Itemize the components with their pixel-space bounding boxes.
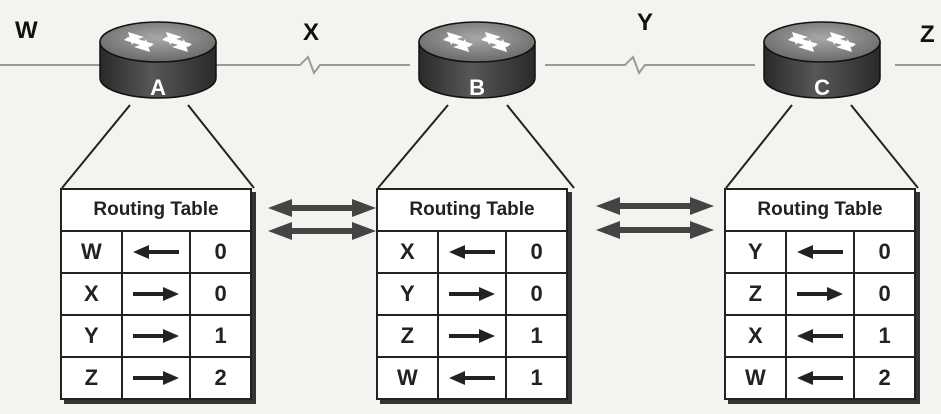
- router-b: B: [418, 21, 536, 100]
- hops-cell: 1: [530, 365, 543, 390]
- network-cell: Y: [400, 281, 415, 306]
- exchange-arrows-a-b: [268, 199, 376, 240]
- network-label-z: Z: [920, 21, 935, 48]
- direction-cell: [436, 316, 508, 356]
- arrow-right-icon: [132, 287, 179, 301]
- direction-cell: [120, 358, 192, 398]
- router-label-a: A: [150, 75, 166, 100]
- router-c: C: [763, 21, 881, 100]
- arrow-right-icon: [796, 287, 843, 301]
- hops-cell: 1: [530, 323, 543, 348]
- network-cell: Z: [748, 281, 763, 306]
- router-a: A: [99, 21, 217, 100]
- table-row: X 0: [378, 232, 566, 274]
- network-label-x: X: [303, 19, 319, 46]
- router-label-c: C: [814, 75, 830, 100]
- table-row: W 2: [726, 358, 914, 398]
- routing-table-title: Routing Table: [62, 190, 250, 232]
- connector-b-left: [377, 104, 449, 189]
- hops-cell: 2: [878, 365, 891, 390]
- router-label-b: B: [469, 75, 485, 100]
- hops-cell: 2: [214, 365, 227, 390]
- connector-c-right: [850, 104, 919, 189]
- table-row: Y 0: [378, 274, 566, 316]
- table-row: Y 1: [62, 316, 250, 358]
- table-row: X 1: [726, 316, 914, 358]
- direction-cell: [436, 358, 508, 398]
- router-symbol-icon: [124, 32, 192, 52]
- arrow-left-icon: [796, 371, 843, 385]
- arrow-left-icon: [796, 245, 843, 259]
- table-row: X 0: [62, 274, 250, 316]
- network-label-w: W: [15, 17, 38, 44]
- connector-c-left: [725, 104, 793, 189]
- network-cell: Y: [748, 239, 763, 264]
- hops-cell: 0: [878, 239, 891, 264]
- router-table-connectors: [61, 104, 919, 189]
- network-links: [0, 55, 941, 76]
- exchange-arrow-icon: [268, 222, 376, 240]
- network-cell: Y: [84, 323, 99, 348]
- network-cell: W: [744, 365, 766, 390]
- network-cell: X: [84, 281, 99, 306]
- direction-cell: [436, 274, 508, 314]
- link-x: [215, 55, 410, 76]
- hops-cell: 1: [214, 323, 227, 348]
- routing-table-c: Routing Table Y 0 Z 0 X 1 W 2: [724, 188, 916, 400]
- exchange-arrow-icon: [596, 197, 714, 215]
- arrow-right-icon: [132, 371, 179, 385]
- arrow-left-icon: [132, 245, 179, 259]
- connector-a-right: [187, 104, 255, 189]
- direction-cell: [120, 316, 192, 356]
- arrow-left-icon: [796, 329, 843, 343]
- network-cell: X: [748, 323, 763, 348]
- hops-cell: 0: [214, 239, 227, 264]
- direction-cell: [784, 316, 856, 356]
- link-y: [545, 55, 755, 76]
- arrow-right-icon: [448, 287, 495, 301]
- exchange-arrow-icon: [268, 199, 376, 217]
- table-row: W 0: [62, 232, 250, 274]
- routing-table-title: Routing Table: [378, 190, 566, 232]
- direction-cell: [784, 232, 856, 272]
- network-cell: Z: [400, 323, 415, 348]
- network-cell: X: [400, 239, 415, 264]
- arrow-right-icon: [448, 329, 495, 343]
- arrow-left-icon: [448, 371, 495, 385]
- direction-cell: [784, 358, 856, 398]
- hops-cell: 0: [214, 281, 227, 306]
- exchange-arrows-b-c: [596, 197, 714, 239]
- network-label-y: Y: [637, 9, 653, 36]
- hops-cell: 0: [878, 281, 891, 306]
- table-row: Z 0: [726, 274, 914, 316]
- arrow-left-icon: [448, 245, 495, 259]
- direction-cell: [120, 232, 192, 272]
- table-row: Z 2: [62, 358, 250, 398]
- direction-cell: [436, 232, 508, 272]
- network-cell: Z: [84, 365, 99, 390]
- routing-table-a: Routing Table W 0 X 0 Y 1 Z 2: [60, 188, 252, 400]
- router-symbol-icon: [788, 32, 856, 52]
- arrow-right-icon: [132, 329, 179, 343]
- network-cell: W: [396, 365, 418, 390]
- direction-cell: [784, 274, 856, 314]
- direction-cell: [120, 274, 192, 314]
- routing-table-b: Routing Table X 0 Y 0 Z 1 W 1: [376, 188, 568, 400]
- table-row: Z 1: [378, 316, 566, 358]
- routing-table-title: Routing Table: [726, 190, 914, 232]
- hops-cell: 1: [878, 323, 891, 348]
- network-cell: W: [80, 239, 102, 264]
- hops-cell: 0: [530, 281, 543, 306]
- hops-cell: 0: [530, 239, 543, 264]
- connector-b-right: [506, 104, 575, 189]
- table-row: Y 0: [726, 232, 914, 274]
- router-symbol-icon: [443, 32, 511, 52]
- table-row: W 1: [378, 358, 566, 398]
- connector-a-left: [61, 104, 131, 189]
- exchange-arrow-icon: [596, 221, 714, 239]
